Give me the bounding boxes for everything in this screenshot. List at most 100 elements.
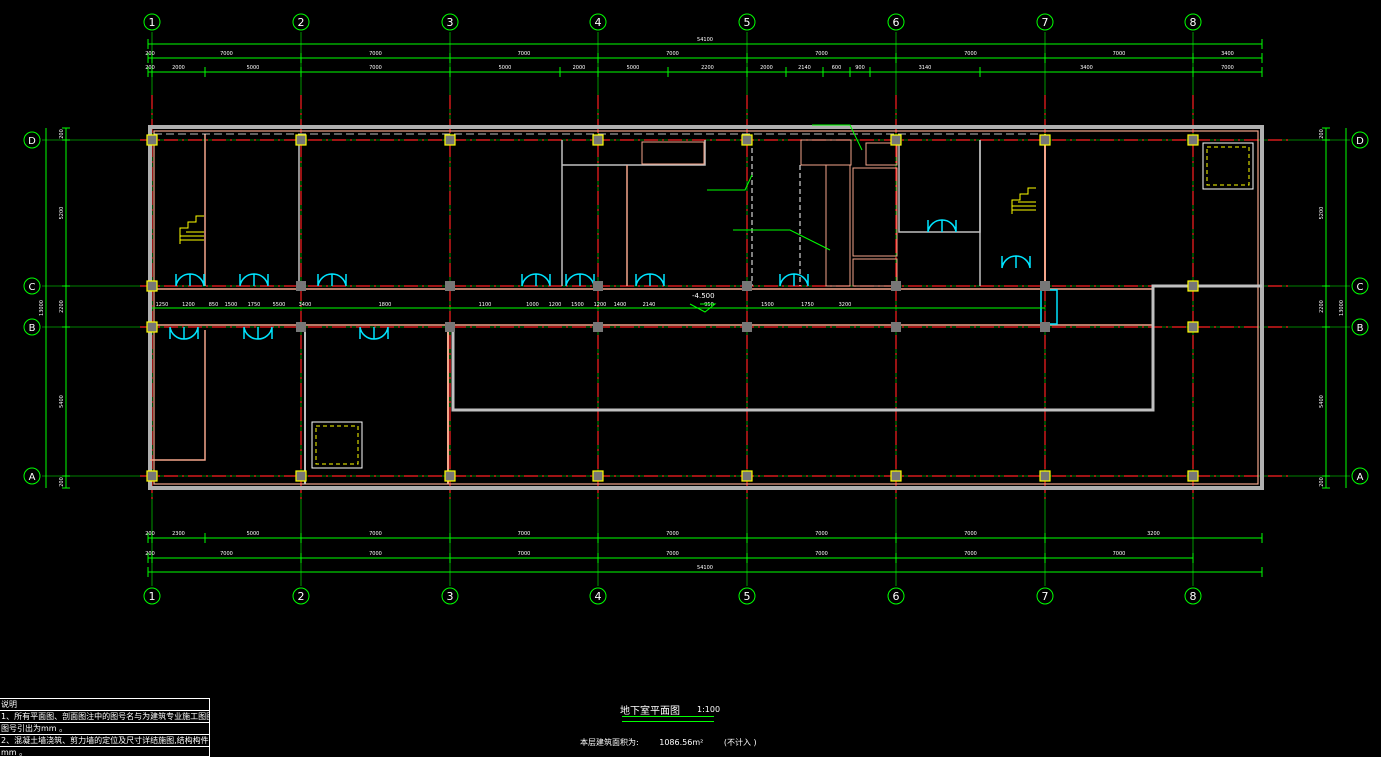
column (146, 321, 158, 333)
column (295, 470, 307, 482)
axis-label: 7 (1042, 16, 1049, 29)
dimension-text: 2200 (59, 300, 65, 313)
dimension-text: 3400 (1080, 65, 1093, 71)
shaft (1202, 142, 1254, 190)
column (445, 322, 455, 332)
dimension-text: 1500 (225, 302, 238, 308)
dimension-text: 7000 (815, 551, 828, 557)
dimension-text: 1400 (614, 302, 627, 308)
column (593, 281, 603, 291)
dimension-text: 7000 (1221, 65, 1234, 71)
elevation-label: -4.500 (692, 292, 715, 300)
dimension-text: 5200 (59, 207, 65, 220)
dimension-text: 7000 (666, 51, 679, 57)
axis-label: 1 (149, 16, 156, 29)
axis-label: 8 (1190, 16, 1197, 29)
column (1187, 134, 1199, 146)
dimension-text: 200 (145, 51, 155, 57)
door-swing (521, 273, 551, 287)
axis-label: A (29, 472, 36, 483)
dimension-text: 2000 (573, 65, 586, 71)
dimension-text: 5000 (247, 65, 260, 71)
dimension-text: 2200 (701, 65, 714, 71)
dimension-text: 1500 (571, 302, 584, 308)
dimension-text: 1800 (379, 302, 392, 308)
dimension-text: 7000 (964, 531, 977, 537)
shaft (311, 421, 363, 469)
dimension-text: 1250 (156, 302, 169, 308)
dimension-text: 5200 (1319, 207, 1325, 220)
dimension-text: 200 (59, 477, 65, 487)
dimension-text: 13000 (39, 300, 45, 316)
door-swing (239, 273, 269, 287)
dimension-text: 7000 (666, 531, 679, 537)
column (445, 281, 455, 291)
dimension-text: 7000 (964, 51, 977, 57)
axis-bubble (23, 277, 41, 295)
axis-label: 6 (893, 16, 900, 29)
door-swing (1040, 289, 1058, 325)
dimension-text: 2000 (172, 65, 185, 71)
axis-label: 8 (1190, 590, 1197, 603)
axis-label: B (1357, 323, 1364, 334)
column (592, 470, 604, 482)
axis-label: 5 (744, 590, 751, 603)
dimension-text: 600 (832, 65, 842, 71)
dimension-text: 2300 (172, 531, 185, 537)
dimension-text: 1750 (801, 302, 814, 308)
axis-bubble (1351, 131, 1369, 149)
dimension-text: 7000 (1113, 51, 1126, 57)
axis-bubble (738, 587, 756, 605)
axis-label: A (1357, 472, 1364, 483)
axis-bubble (441, 587, 459, 605)
room (641, 141, 705, 165)
dimension-text: 3400 (1221, 51, 1234, 57)
dimension-text: 1200 (549, 302, 562, 308)
notes-line: 2、混凝土墙浇筑、剪力墙的定位及尺寸详结施图,结构构件留洞详见结构图,外墙的防水… (0, 736, 209, 747)
dimension-text: 3200 (1147, 531, 1160, 537)
door-swing (635, 273, 665, 287)
axis-bubble (23, 467, 41, 485)
partition (562, 140, 706, 166)
axis-label: C (1357, 282, 1364, 293)
dimension-text: 200 (145, 531, 155, 537)
column (1187, 470, 1199, 482)
axis-bubble (143, 587, 161, 605)
room (852, 258, 898, 287)
leader-lines (689, 124, 863, 313)
notes-line: mm 。 (1, 748, 28, 757)
dimension-text: 13000 (1339, 300, 1345, 316)
drawing-scale: 1:100 (697, 705, 721, 714)
column (742, 322, 752, 332)
axis-label: 1 (149, 590, 156, 603)
dimension-text: 3200 (839, 302, 852, 308)
column (1187, 321, 1199, 333)
column (444, 470, 456, 482)
dimension-text: 200 (145, 551, 155, 557)
room (825, 164, 851, 287)
dimension-text: 3400 (299, 302, 312, 308)
axis-label: D (28, 136, 36, 147)
dimension-text: 2000 (760, 65, 773, 71)
dimension-text: 5000 (499, 65, 512, 71)
dimension-text: 5000 (627, 65, 640, 71)
axis-label: 4 (595, 16, 602, 29)
notes-box: 说明 1、所有平面图、剖面图注中的图号名与为建筑专业施工图图号 图号引出为mm … (0, 698, 210, 757)
column (1040, 322, 1050, 332)
door-swing (243, 326, 273, 340)
dimension-text: 2200 (1319, 300, 1325, 313)
axis-label: 5 (744, 16, 751, 29)
door-swing (175, 273, 205, 287)
axis-bubble (441, 13, 459, 31)
partition (898, 140, 981, 233)
room (800, 139, 852, 166)
dimension-text: 200 (1319, 477, 1325, 487)
dimension-text: 7000 (369, 65, 382, 71)
column (146, 470, 158, 482)
dimension-text: 54100 (697, 37, 713, 43)
drawing-title: 地下室平面图 (620, 706, 680, 717)
axis-bubble (292, 587, 310, 605)
dimension-text: 7000 (518, 531, 531, 537)
dimension-text: 200 (1319, 129, 1325, 139)
